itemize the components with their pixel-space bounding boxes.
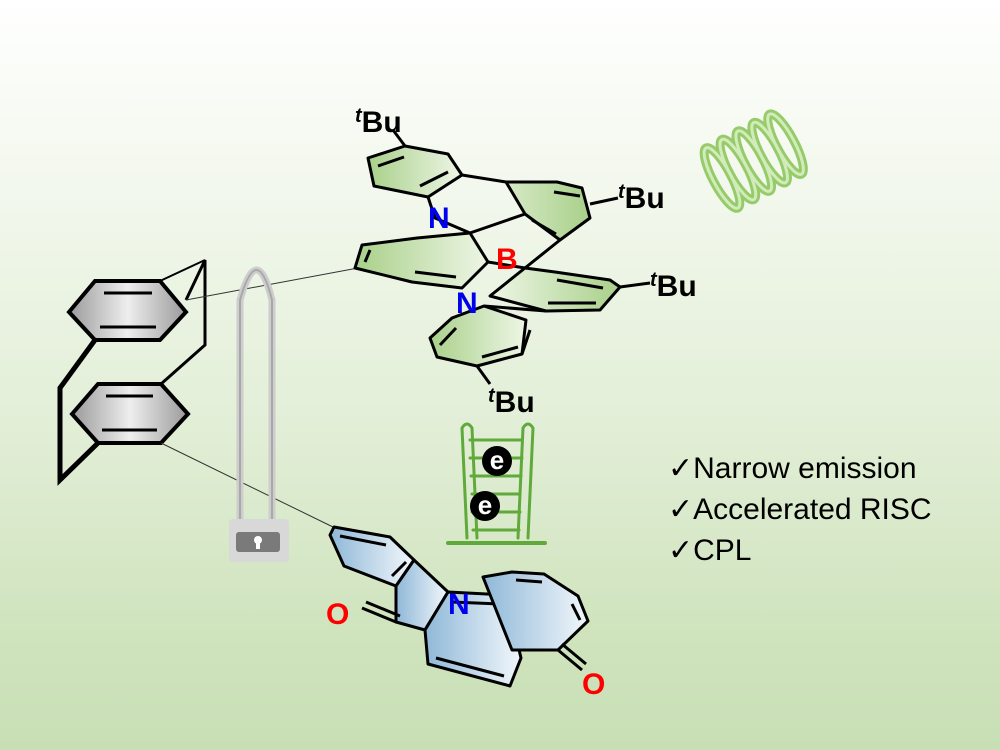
atom-label-b: B [496,243,518,276]
tbu-sup-1: t [355,105,363,127]
tbu-text-3: Bu [657,270,697,303]
tether-line-bottom [160,442,334,528]
electron-label-2: e [478,490,492,520]
tbu-label-1: tBu [355,105,402,139]
feature-list: ✓Narrow emission ✓Accelerated RISC ✓CPL [668,448,932,571]
tbu-text-4: Bu [495,386,535,419]
tbu-sup-2: t [618,181,626,203]
atom-label-o-right: O [582,668,605,701]
tbu-label-4: tBu [488,385,535,419]
feature-cpl: ✓CPL [668,534,752,567]
tbu-text-2: Bu [625,182,665,215]
electron-circle-1 [482,446,512,476]
tbu-label-2: tBu [618,181,665,215]
electron-circle-2 [470,491,500,521]
atom-label-n-lower: N [456,287,478,320]
tbu-label-3: tBu [650,269,697,303]
tbu-sup-3: t [650,269,658,291]
padlock-icon [229,266,289,562]
acceptor-molecule [328,525,590,688]
paracyclophane-scaffold [57,259,207,486]
electron-label-1: e [490,445,504,475]
tbu-text-1: Bu [362,106,402,139]
atom-label-n-upper: N [428,202,450,235]
tbu-sup-4: t [488,385,496,407]
ladder-icon [446,422,547,545]
bn-emitter-molecule [353,129,651,385]
atom-label-n-bottom: N [448,588,470,621]
atom-label-o-left: O [326,598,349,631]
feature-accelerated-risc: ✓Accelerated RISC [668,493,932,526]
tether-line-top [185,267,359,301]
feature-narrow-emission: ✓Narrow emission [668,452,917,485]
helix-icon [699,109,808,213]
